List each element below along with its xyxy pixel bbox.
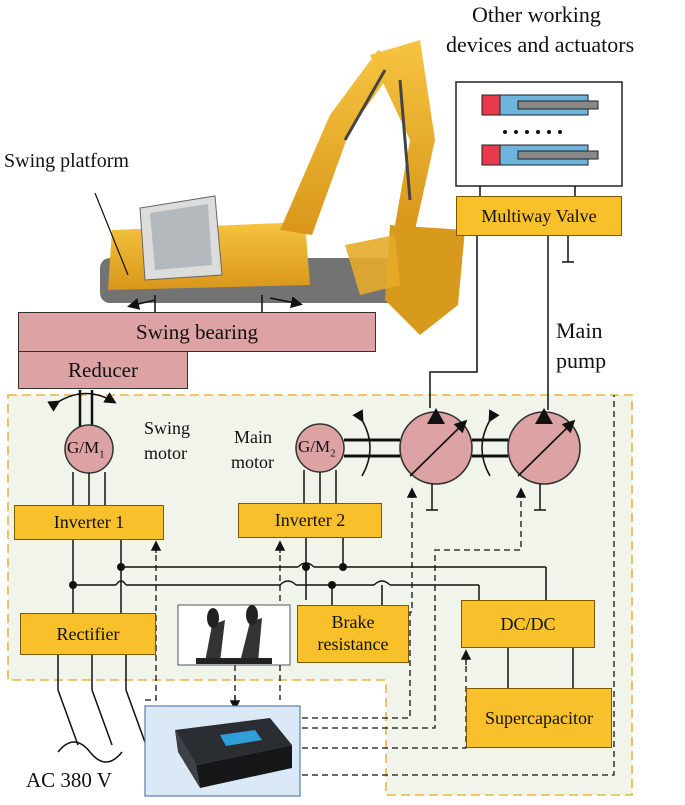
supercapacitor-box: Supercapacitor bbox=[466, 688, 612, 748]
inverter-2-box: Inverter 2 bbox=[238, 503, 382, 538]
title-line-2: devices and actuators bbox=[446, 32, 635, 57]
main-motor-label-2: motor bbox=[231, 452, 274, 472]
dcdc-box: DC/DC bbox=[461, 600, 595, 648]
ellipsis-dots bbox=[503, 130, 562, 134]
brake-label-1: Brake bbox=[331, 612, 375, 633]
main-motor-label-1: Main bbox=[234, 427, 272, 447]
rectifier-box: Rectifier bbox=[20, 613, 156, 655]
ac-source-label: AC 380 V bbox=[26, 768, 112, 792]
controller-image bbox=[144, 705, 301, 797]
swing-platform-label: Swing platform bbox=[4, 150, 129, 172]
excavator-illustration bbox=[100, 40, 465, 335]
reducer-box: Reducer bbox=[18, 351, 188, 389]
hydraulic-cylinder-top bbox=[481, 94, 599, 116]
ac-wave bbox=[57, 741, 123, 763]
hydraulic-cylinder-bottom bbox=[481, 144, 599, 166]
swing-motor-label-1: Swing bbox=[144, 418, 191, 438]
main-pump-label-1: Main bbox=[556, 318, 603, 343]
brake-label-2: resistance bbox=[317, 634, 389, 654]
main-pump-label-2: pump bbox=[556, 348, 607, 373]
swing-bearing-box: Swing bearing bbox=[18, 312, 376, 352]
swing-motor-label-2: motor bbox=[144, 443, 187, 463]
inverter-1-box: Inverter 1 bbox=[14, 505, 164, 540]
swing-platform-pointer bbox=[94, 192, 129, 276]
title-line-1: Other working bbox=[472, 2, 601, 27]
ac-input-lines bbox=[57, 655, 147, 746]
joystick-image bbox=[177, 604, 291, 666]
gm2-label: G/M2 bbox=[298, 437, 336, 460]
brake-resistance-box: Brake resistance bbox=[297, 605, 409, 663]
gm1-label: G/M1 bbox=[67, 438, 105, 461]
multiway-valve-box: Multiway Valve bbox=[456, 196, 622, 236]
